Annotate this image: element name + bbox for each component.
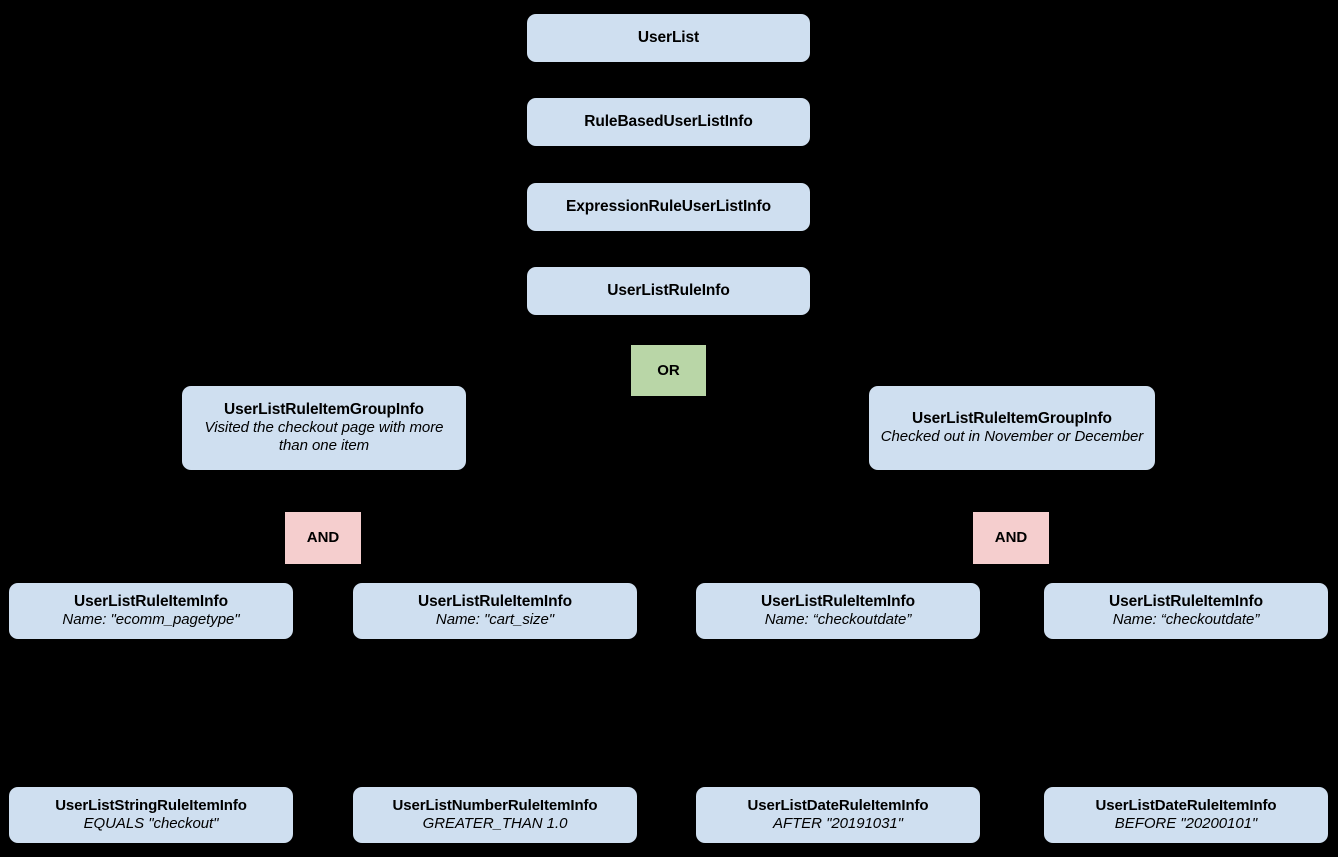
node-leaf-date-rule-item-info-after[interactable]: UserListDateRuleItemInfo AFTER "20191031…: [696, 787, 980, 843]
edge-group-left-to-and: [322, 470, 324, 512]
edge-and-left-to-item2: [494, 565, 496, 583]
node-expression-rule-user-list-info[interactable]: ExpressionRuleUserListInfo: [527, 183, 810, 231]
node-rule-item-info-1-title: UserListRuleItemInfo: [74, 593, 228, 611]
node-rule-item-info-3-subtitle: Name: “checkoutdate”: [764, 611, 912, 629]
edge-and-right-to-item3: [836, 565, 838, 583]
node-leaf-number-rule-item-info-subtitle: GREATER_THAN 1.0: [422, 815, 568, 832]
edge-and-left-bus: [151, 565, 496, 567]
node-rule-item-info-2-subtitle: Name: "cart_size": [435, 611, 555, 629]
node-group-right-subtitle: Checked out in November or December: [880, 428, 1144, 446]
operator-and-left-label: AND: [306, 529, 340, 547]
node-group-left-title: UserListRuleItemGroupInfo: [224, 401, 424, 419]
node-rule-item-info-4-subtitle: Name: “checkoutdate”: [1112, 611, 1260, 629]
node-user-list-rule-info-title: UserListRuleInfo: [607, 281, 730, 299]
operator-and-left[interactable]: AND: [285, 512, 361, 564]
operator-and-right[interactable]: AND: [973, 512, 1049, 564]
node-leaf-date-rule-item-info-after-title: UserListDateRuleItemInfo: [747, 797, 929, 815]
edge-ruleinfo-to-or: [667, 315, 669, 345]
node-leaf-date-rule-item-info-after-subtitle: AFTER "20191031": [773, 815, 903, 832]
operator-and-right-label: AND: [994, 529, 1028, 547]
node-rule-item-info-2-title: UserListRuleItemInfo: [418, 593, 572, 611]
node-expression-rule-user-list-info-title: ExpressionRuleUserListInfo: [566, 197, 771, 215]
edge-and-left-to-item1: [150, 565, 152, 583]
node-rule-based-user-list-info-title: RuleBasedUserListInfo: [584, 112, 753, 130]
node-leaf-date-rule-item-info-before-title: UserListDateRuleItemInfo: [1095, 797, 1277, 815]
node-rule-item-info-2[interactable]: UserListRuleItemInfo Name: "cart_size": [353, 583, 637, 639]
node-leaf-string-rule-item-info[interactable]: UserListStringRuleItemInfo EQUALS "check…: [9, 787, 293, 843]
node-rule-item-info-3-title: UserListRuleItemInfo: [761, 593, 915, 611]
node-rule-item-info-4[interactable]: UserListRuleItemInfo Name: “checkoutdate…: [1044, 583, 1328, 639]
node-group-right[interactable]: UserListRuleItemGroupInfo Checked out in…: [869, 386, 1155, 470]
edge-rulebased-to-expression: [667, 147, 669, 183]
edge-item3-to-leaf3: [836, 639, 838, 787]
edge-group-right-to-and: [1010, 470, 1012, 512]
node-leaf-string-rule-item-info-subtitle: EQUALS "checkout": [83, 815, 219, 832]
operator-or-label: OR: [657, 361, 680, 379]
node-rule-item-info-4-title: UserListRuleItemInfo: [1109, 593, 1263, 611]
node-rule-item-info-1-subtitle: Name: "ecomm_pagetype": [62, 611, 240, 629]
node-rule-item-info-3[interactable]: UserListRuleItemInfo Name: “checkoutdate…: [696, 583, 980, 639]
node-group-left-subtitle: Visited the checkout page with more than…: [204, 419, 444, 455]
node-leaf-number-rule-item-info-title: UserListNumberRuleItemInfo: [392, 797, 598, 815]
edge-and-right-bus: [837, 565, 1186, 567]
edge-item1-to-leaf1: [150, 639, 152, 787]
node-group-left[interactable]: UserListRuleItemGroupInfo Visited the ch…: [182, 386, 466, 470]
edge-expression-to-ruleinfo: [667, 231, 669, 267]
node-user-list-title: UserList: [637, 28, 700, 46]
edge-userlist-to-rulebased: [667, 62, 669, 98]
node-user-list[interactable]: UserList: [527, 14, 810, 62]
node-rule-item-info-1[interactable]: UserListRuleItemInfo Name: "ecomm_pagety…: [9, 583, 293, 639]
operator-or[interactable]: OR: [631, 345, 706, 396]
node-leaf-date-rule-item-info-before[interactable]: UserListDateRuleItemInfo BEFORE "2020010…: [1044, 787, 1328, 843]
edge-and-right-to-item4: [1185, 565, 1187, 583]
edge-item2-to-leaf2: [494, 639, 496, 787]
node-leaf-date-rule-item-info-before-subtitle: BEFORE "20200101": [1114, 815, 1258, 832]
node-rule-based-user-list-info[interactable]: RuleBasedUserListInfo: [527, 98, 810, 146]
edge-item4-to-leaf4: [1185, 639, 1187, 787]
node-group-right-title: UserListRuleItemGroupInfo: [912, 410, 1112, 428]
node-leaf-number-rule-item-info[interactable]: UserListNumberRuleItemInfo GREATER_THAN …: [353, 787, 637, 843]
node-user-list-rule-info[interactable]: UserListRuleInfo: [527, 267, 810, 315]
node-leaf-string-rule-item-info-title: UserListStringRuleItemInfo: [55, 797, 247, 815]
